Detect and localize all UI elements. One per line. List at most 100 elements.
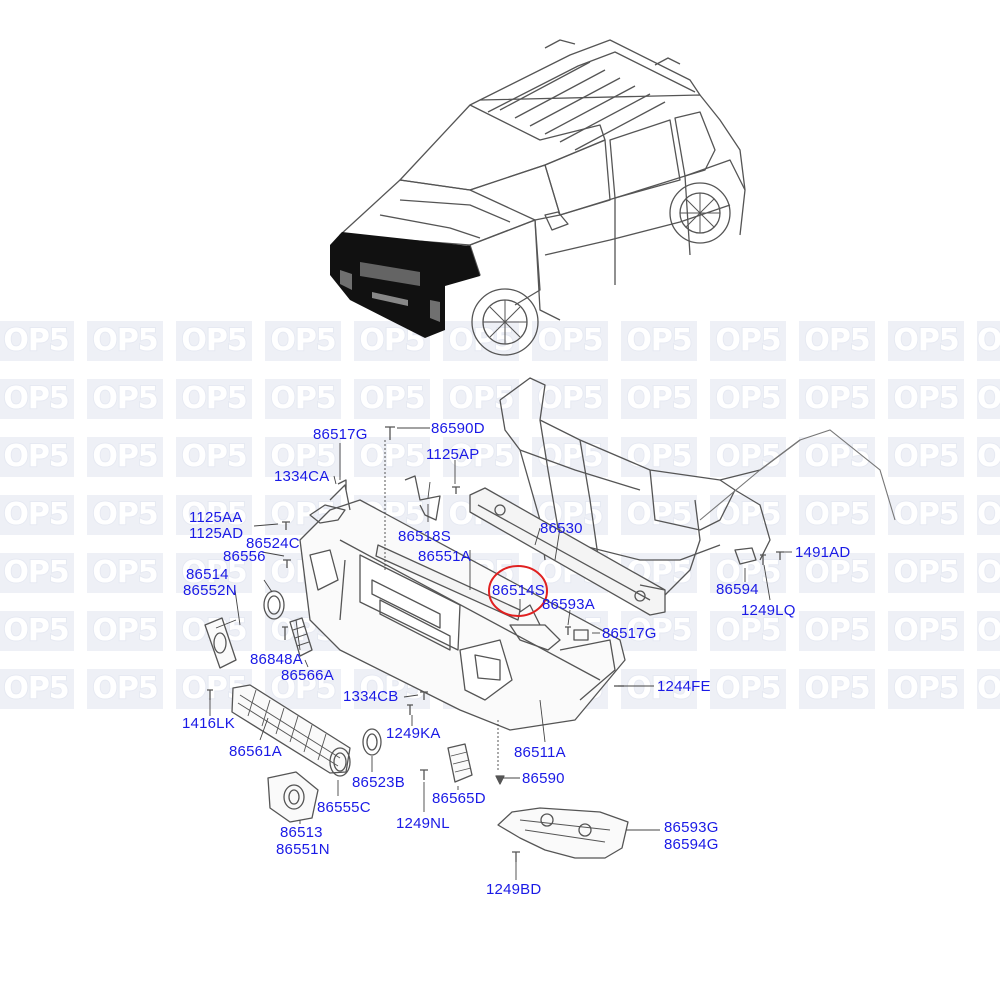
part-label-86514[interactable]: 86514 — [186, 566, 229, 583]
watermark-tile: OP5 — [710, 669, 786, 709]
part-label-1249LQ[interactable]: 1249LQ — [741, 602, 796, 619]
watermark-tile: OP5 — [799, 669, 875, 709]
watermark-tile: OP5 — [888, 379, 964, 419]
part-label-86518S[interactable]: 86518S — [398, 528, 451, 545]
watermark-tile: OP5 — [621, 437, 697, 477]
watermark-tile: OP5 — [976, 611, 1000, 651]
part-label-86594[interactable]: 86594 — [716, 581, 759, 598]
watermark-tile: OP5 — [87, 553, 163, 593]
part-label-86517G-mid[interactable]: 86517G — [602, 625, 657, 642]
watermark-tile: OP5 — [0, 495, 74, 535]
part-label-86523B[interactable]: 86523B — [352, 774, 405, 791]
watermark-tile: OP5 — [0, 379, 74, 419]
highlight-circle-86514S — [488, 565, 548, 617]
watermark-tile: OP5 — [176, 553, 252, 593]
watermark-tile: OP5 — [710, 553, 786, 593]
part-label-86593G[interactable]: 86593G — [664, 819, 719, 836]
part-label-86590[interactable]: 86590 — [522, 770, 565, 787]
watermark-tile: OP5 — [976, 321, 1000, 361]
watermark-tile: OP5 — [176, 495, 252, 535]
watermark-tile: OP5 — [0, 321, 74, 361]
watermark-tile: OP5 — [0, 437, 74, 477]
part-label-86530[interactable]: 86530 — [540, 520, 583, 537]
watermark-tile: OP5 — [710, 611, 786, 651]
part-label-86551A[interactable]: 86551A — [418, 548, 471, 565]
part-label-86552N[interactable]: 86552N — [183, 582, 237, 599]
part-label-1249KA[interactable]: 1249KA — [386, 725, 441, 742]
fender-outline — [699, 429, 896, 521]
watermark-tile: OP5 — [87, 437, 163, 477]
part-label-1249BD[interactable]: 1249BD — [486, 881, 542, 898]
watermark-tile: OP5 — [888, 321, 964, 361]
watermark-tile: OP5 — [621, 495, 697, 535]
watermark-tile: OP5 — [87, 321, 163, 361]
watermark-tile: OP5 — [532, 321, 608, 361]
part-label-1125AP[interactable]: 1125AP — [426, 446, 480, 463]
part-label-86556[interactable]: 86556 — [223, 548, 266, 565]
bumper-beam — [469, 487, 666, 616]
part-label-86594G[interactable]: 86594G — [664, 836, 719, 853]
watermark-tile: OP5 — [799, 495, 875, 535]
watermark-tile: OP5 — [443, 437, 519, 477]
watermark-tile: OP5 — [176, 321, 252, 361]
watermark-tile: OP5 — [710, 379, 786, 419]
watermark-tile: OP5 — [976, 437, 1000, 477]
watermark-tile: OP5 — [799, 379, 875, 419]
leader-lines — [209, 427, 792, 880]
watermark-tile: OP5 — [176, 379, 252, 419]
watermark-tile: OP5 — [799, 611, 875, 651]
watermark-tile: OP5 — [799, 321, 875, 361]
part-label-86561A[interactable]: 86561A — [229, 743, 282, 760]
part-label-1244FE[interactable]: 1244FE — [657, 678, 711, 695]
part-label-1491AD[interactable]: 1491AD — [795, 544, 851, 561]
watermark-tile: OP5 — [532, 379, 608, 419]
watermark-tile: OP5 — [799, 553, 875, 593]
radiator-support-86530 — [499, 377, 801, 601]
part-label-1416LK[interactable]: 1416LK — [182, 715, 235, 732]
part-label-86593A[interactable]: 86593A — [542, 596, 595, 613]
vehicle-front-bumper-highlight — [330, 232, 480, 338]
watermark-tile: OP5 — [888, 669, 964, 709]
watermark-tile: OP5 — [87, 669, 163, 709]
watermark-tile: OP5 — [354, 379, 430, 419]
part-label-86848A[interactable]: 86848A — [250, 651, 303, 668]
part-label-86524C[interactable]: 86524C — [246, 535, 300, 552]
watermark-tile: OP5 — [888, 495, 964, 535]
watermark-tile: OP5 — [976, 495, 1000, 535]
part-label-86551N[interactable]: 86551N — [276, 841, 330, 858]
part-label-86511A[interactable]: 86511A — [514, 744, 566, 761]
part-label-1334CA[interactable]: 1334CA — [274, 468, 330, 485]
watermark-tile: OP5 — [87, 495, 163, 535]
watermark-tile: OP5 — [976, 379, 1000, 419]
part-label-86590D[interactable]: 86590D — [431, 420, 485, 437]
watermark-tile: OP5 — [888, 553, 964, 593]
part-label-86555C[interactable]: 86555C — [317, 799, 371, 816]
part-label-1125AA[interactable]: 1125AA — [189, 509, 243, 526]
part-label-86566A[interactable]: 86566A — [281, 667, 334, 684]
watermark-tile: OP5 — [265, 379, 341, 419]
watermark-tile: OP5 — [0, 611, 74, 651]
part-label-1249NL[interactable]: 1249NL — [396, 815, 450, 832]
watermark-tile: OP5 — [621, 669, 697, 709]
watermark-tile: OP5 — [976, 553, 1000, 593]
watermark-tile: OP5 — [710, 437, 786, 477]
part-label-86517G-top[interactable]: 86517G — [313, 426, 368, 443]
watermark-tile: OP5 — [976, 669, 1000, 709]
watermark-tile: OP5 — [888, 437, 964, 477]
watermark-tile: OP5 — [87, 379, 163, 419]
watermark-tile: OP5 — [265, 321, 341, 361]
watermark-tile: OP5 — [799, 437, 875, 477]
watermark-tile: OP5 — [354, 437, 430, 477]
part-label-86513[interactable]: 86513 — [280, 824, 323, 841]
watermark-tile: OP5 — [265, 437, 341, 477]
part-label-1334CB[interactable]: 1334CB — [343, 688, 399, 705]
watermark-tile: OP5 — [87, 611, 163, 651]
part-label-86565D[interactable]: 86565D — [432, 790, 486, 807]
watermark-tile: OP5 — [176, 437, 252, 477]
watermark-tile: OP5 — [621, 321, 697, 361]
part-label-86514S[interactable]: 86514S — [492, 582, 545, 599]
watermark-tile: OP5 — [621, 379, 697, 419]
part-label-1125AD[interactable]: 1125AD — [189, 525, 244, 542]
